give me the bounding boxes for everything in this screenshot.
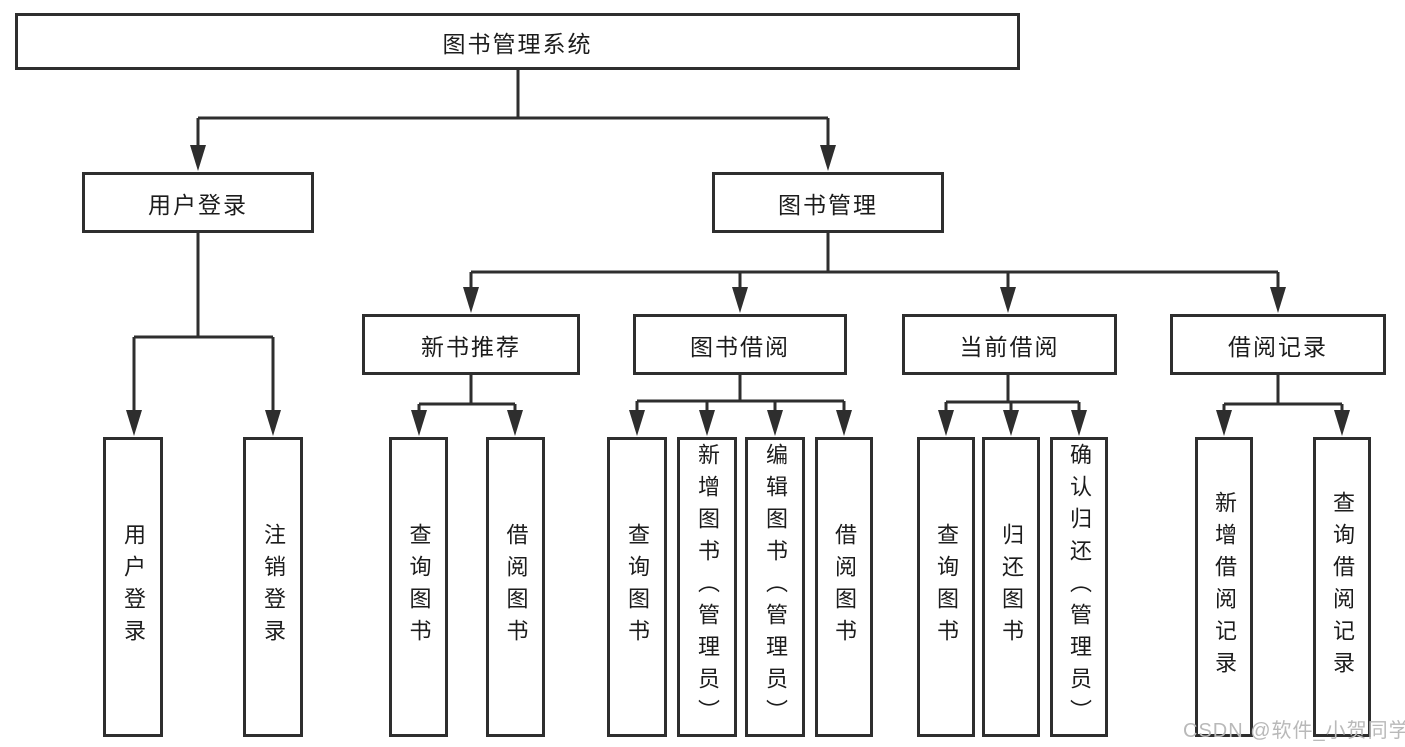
node-user-login-label: 用户登录 [148,191,248,218]
node-root-label: 图书管理系统 [442,30,593,57]
node-book-borrowing: 图书借阅 [633,314,847,375]
leaf-label: 用户登录 [121,523,146,651]
leaf-label: 新增借阅记录 [1212,491,1237,683]
leaf-borrow-books-recommend: 借阅图书 [486,437,545,737]
leaf-label: 新增图书（管理员） [695,443,720,731]
leaf-add-books-admin: 新增图书（管理员） [677,437,737,737]
leaf-query-borrow-record: 查询借阅记录 [1313,437,1371,737]
leaf-query-books-current: 查询图书 [917,437,975,737]
leaf-query-books-borrowing: 查询图书 [607,437,667,737]
leaf-label: 编辑图书（管理员） [763,443,788,731]
leaf-label: 借阅图书 [832,523,857,651]
node-current-borrowing-label: 当前借阅 [959,333,1060,360]
leaf-user-login: 用户登录 [103,437,163,737]
leaf-label: 查询图书 [406,523,432,651]
leaf-label: 借阅图书 [503,523,529,651]
leaf-confirm-return-admin: 确认归还（管理员） [1050,437,1108,737]
leaf-add-borrow-record: 新增借阅记录 [1195,437,1253,737]
leaf-edit-books-admin: 编辑图书（管理员） [745,437,805,737]
node-book-management: 图书管理 [712,172,944,233]
csdn-watermark: CSDN @软件_小贺同学 [1183,720,1405,742]
leaf-query-books-recommend: 查询图书 [389,437,448,737]
leaf-borrow-books: 借阅图书 [815,437,873,737]
node-current-borrowing: 当前借阅 [902,314,1117,375]
node-book-management-label: 图书管理 [778,191,878,218]
leaf-label: 查询图书 [625,523,650,651]
node-borrowing-records: 借阅记录 [1170,314,1386,375]
node-borrowing-records-label: 借阅记录 [1228,333,1328,360]
leaf-label: 查询借阅记录 [1330,491,1355,683]
leaf-return-books: 归还图书 [982,437,1040,737]
node-user-login: 用户登录 [82,172,314,233]
node-root: 图书管理系统 [15,13,1020,70]
leaf-label: 查询图书 [934,523,959,651]
node-new-book-recommend-label: 新书推荐 [421,333,521,360]
leaf-label: 确认归还（管理员） [1067,443,1092,731]
leaf-label: 归还图书 [999,523,1024,651]
leaf-label: 注销登录 [261,523,286,651]
node-book-borrowing-label: 图书借阅 [690,333,790,360]
node-new-book-recommend: 新书推荐 [362,314,580,375]
leaf-logout: 注销登录 [243,437,303,737]
